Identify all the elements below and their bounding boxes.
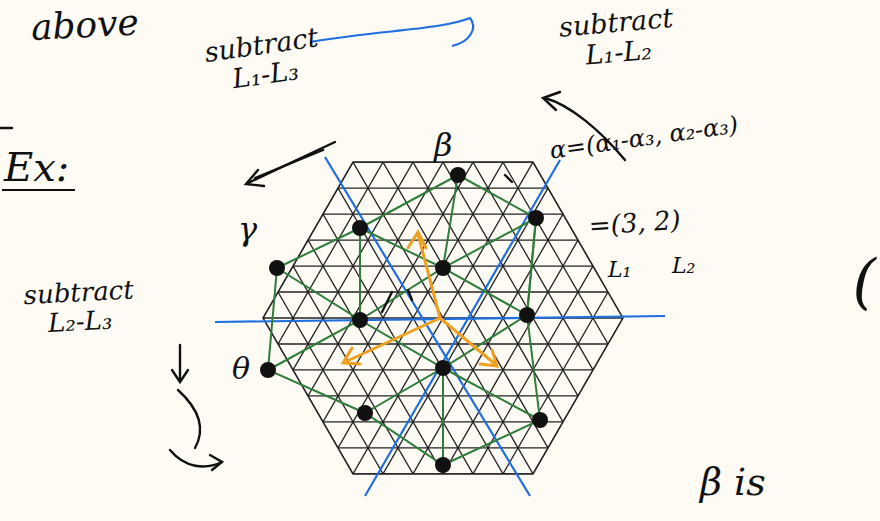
formula: α=(α₁-α₃, α₂-α₃) xyxy=(548,112,740,165)
annotation: subtract L₁-L₃ xyxy=(190,21,337,99)
bracket-text: ( xyxy=(853,248,876,314)
annotation: subtract L₁-L₂ xyxy=(545,2,690,73)
basis-label: L₁ xyxy=(608,258,631,282)
underline xyxy=(2,189,75,191)
weight-label: γ xyxy=(238,212,257,247)
weight-label: θ xyxy=(232,352,250,385)
weight-hull xyxy=(268,175,540,465)
weight-label: β xyxy=(434,128,453,163)
annotation-arrows xyxy=(0,92,625,470)
reflection-lines xyxy=(215,18,665,496)
example-label: Ex: xyxy=(4,145,69,189)
note-text: above xyxy=(30,2,140,47)
annotation: subtract L₂-L₃ xyxy=(8,275,151,339)
formula: =(3, 2) xyxy=(588,206,681,241)
note-text: β is xyxy=(700,462,766,504)
weight-dots xyxy=(260,167,548,473)
root-arrows xyxy=(343,232,497,366)
basis-label: L₂ xyxy=(672,254,695,278)
